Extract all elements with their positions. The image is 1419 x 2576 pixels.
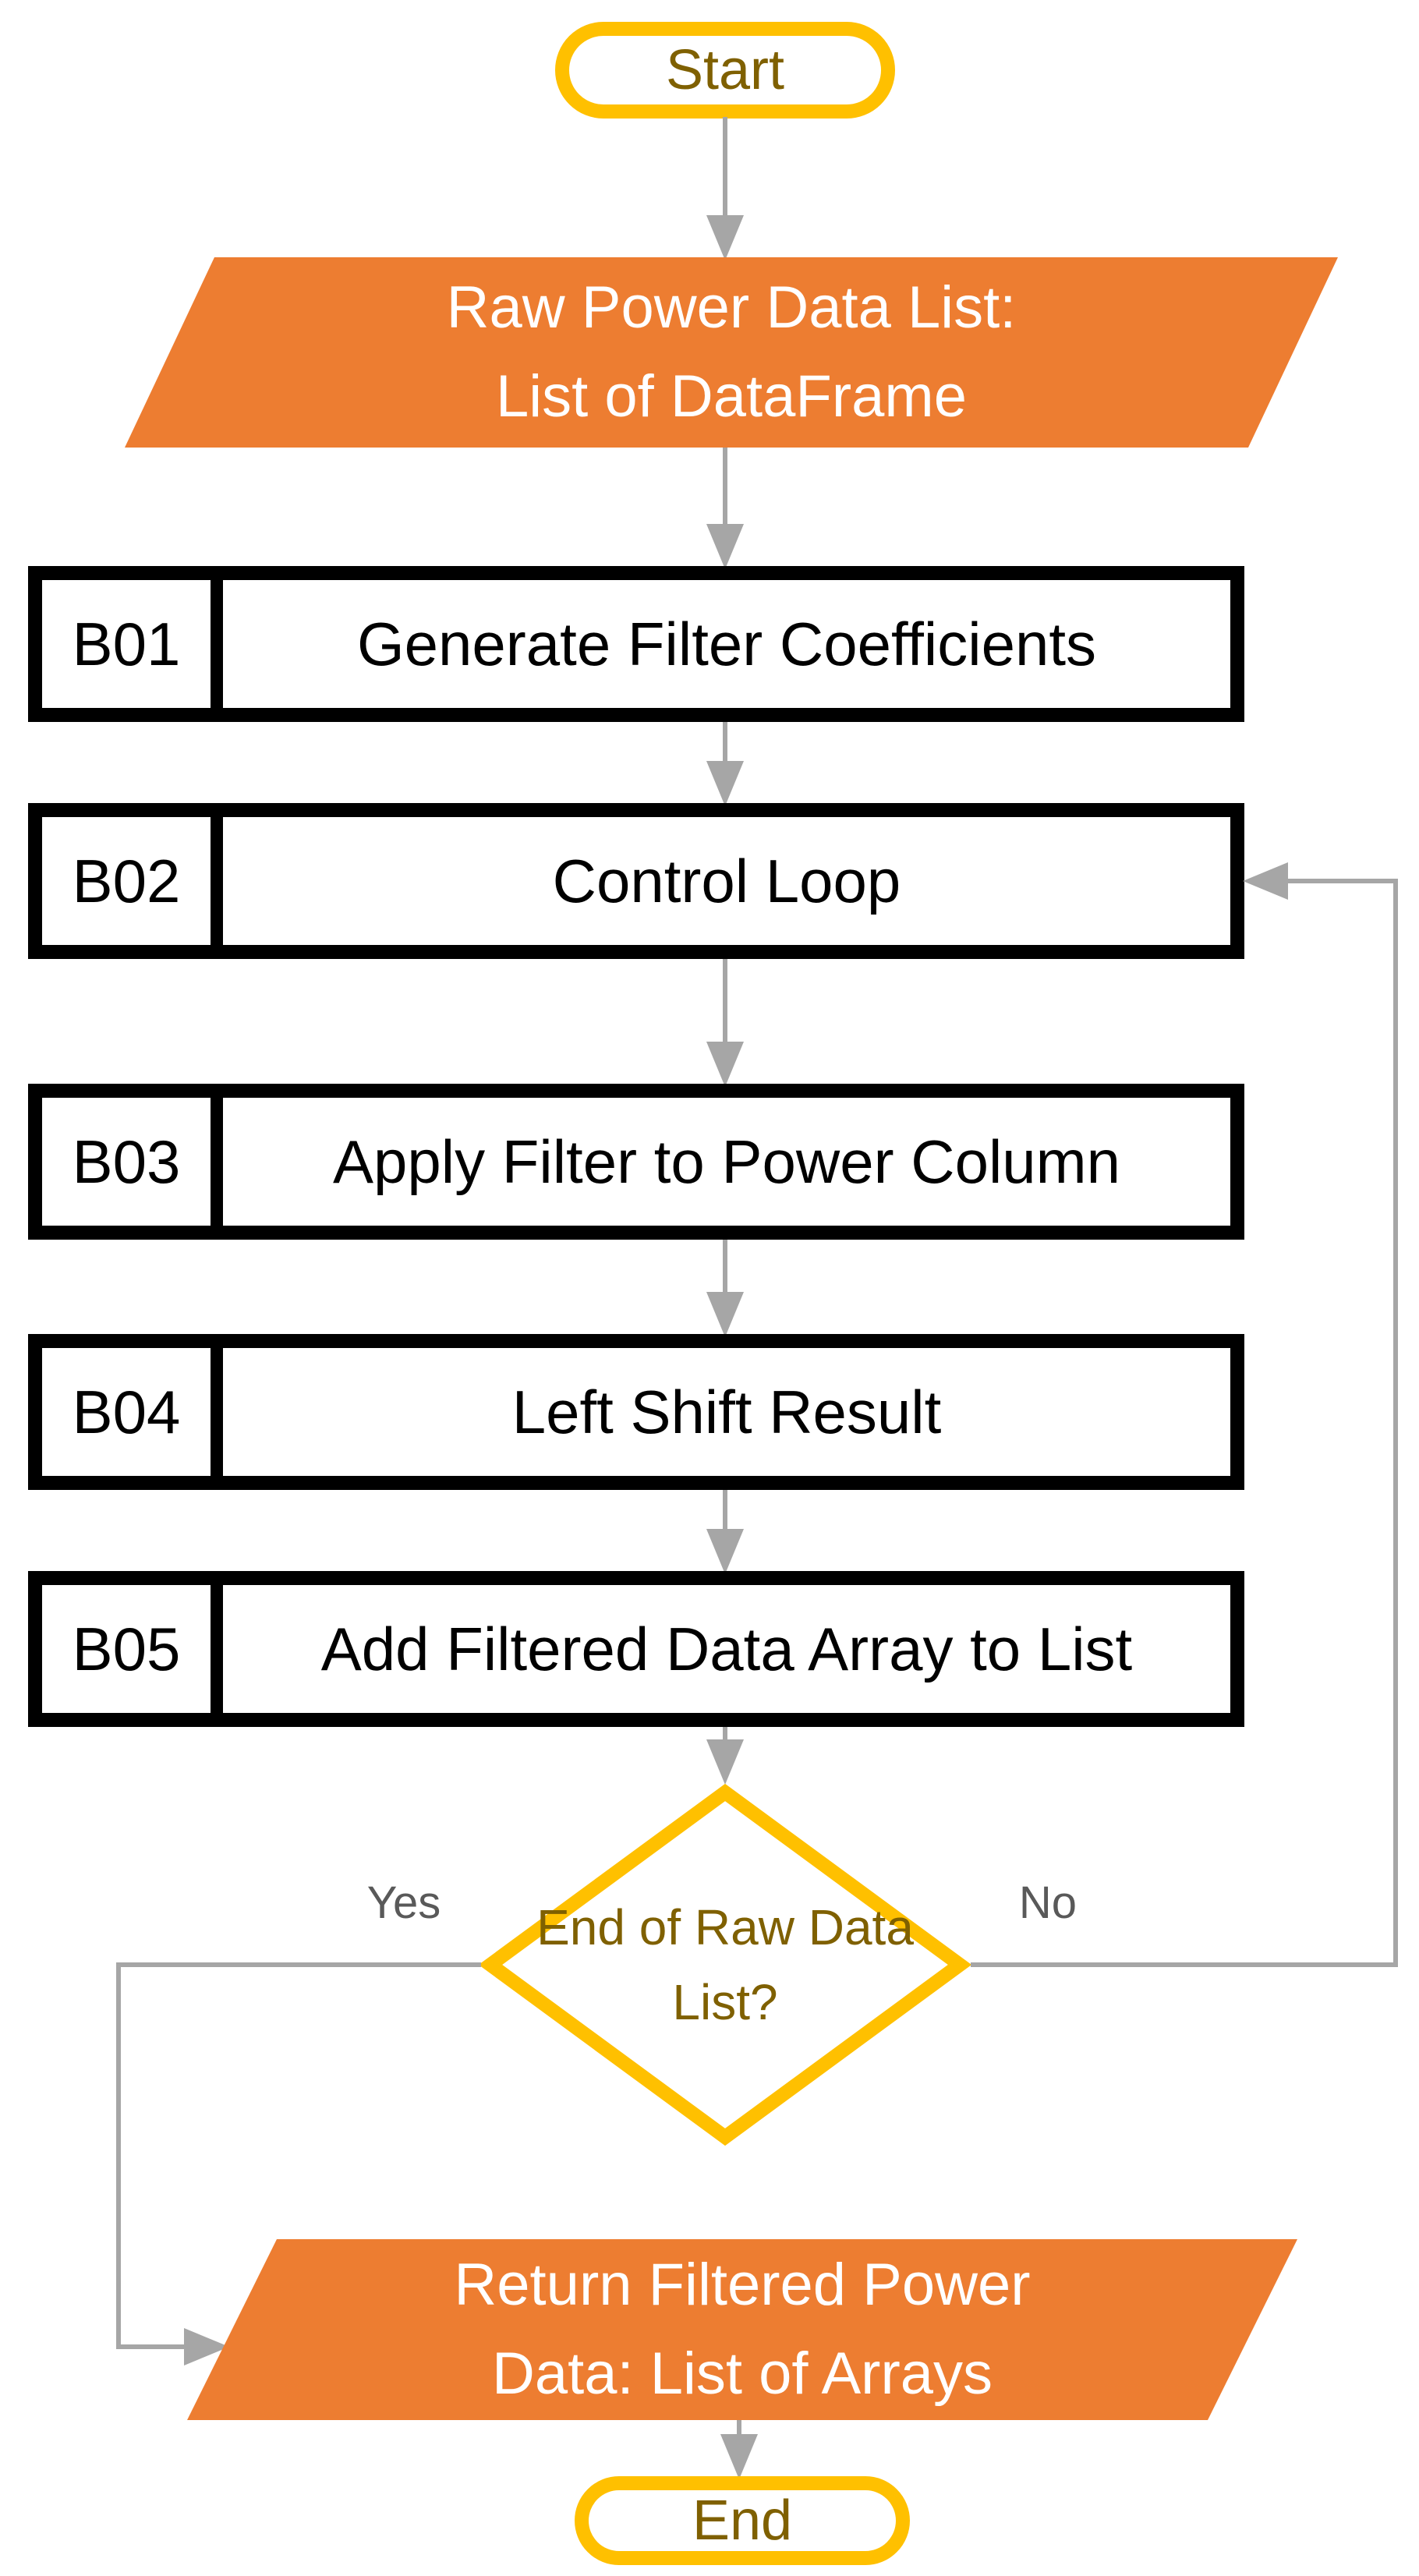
process-b01-label-cell: Generate Filter Coefficients	[223, 580, 1230, 708]
process-b03-id: B03	[72, 1127, 181, 1196]
io-return-line2: Data: List of Arrays	[491, 2341, 993, 2407]
process-b04-id-cell: B04	[42, 1348, 223, 1476]
edge-yes-horizontal-top	[119, 1962, 481, 1967]
io-return-line1: Return Filtered Power	[454, 2252, 1031, 2318]
edge-input-to-b01	[723, 448, 727, 525]
process-b04: B04 Left Shift Result	[28, 1334, 1244, 1490]
arrowhead-down-icon	[706, 1292, 744, 1337]
arrowhead-down-icon	[706, 1529, 744, 1574]
io-return-filtered-power: Return Filtered Power Data: List of Arra…	[187, 2239, 1297, 2420]
terminator-end: End	[575, 2476, 910, 2565]
edge-b03-to-b04	[723, 1240, 727, 1293]
edge-yes-horizontal-bottom	[119, 2344, 186, 2349]
process-b02: B02 Control Loop	[28, 803, 1244, 959]
terminator-start: Start	[555, 22, 895, 119]
process-b03-label-cell: Apply Filter to Power Column	[223, 1098, 1230, 1226]
process-b01: B01 Generate Filter Coefficients	[28, 566, 1244, 722]
terminator-end-label: End	[692, 2489, 793, 2552]
process-b04-label-cell: Left Shift Result	[223, 1348, 1230, 1476]
process-b05-label: Add Filtered Data Array to List	[320, 1614, 1133, 1683]
process-b04-id: B04	[72, 1377, 181, 1446]
edge-no-horizontal-bottom	[971, 1962, 1398, 1967]
io-raw-power-data-line1: Raw Power Data List:	[446, 274, 1017, 341]
process-b05-id-cell: B05	[42, 1585, 223, 1713]
arrowhead-down-icon	[706, 1042, 744, 1087]
process-b02-id-cell: B02	[42, 817, 223, 945]
yes-label-text: Yes	[366, 1877, 441, 1928]
process-b05-label-cell: Add Filtered Data Array to List	[223, 1585, 1230, 1713]
process-b01-id: B01	[72, 609, 181, 678]
process-b03-label: Apply Filter to Power Column	[332, 1127, 1121, 1196]
arrowhead-left-icon	[1243, 862, 1288, 900]
edge-label-yes: Yes	[318, 1871, 490, 1934]
edge-no-horizontal-top	[1288, 879, 1396, 883]
edge-start-to-input	[723, 117, 727, 215]
decision-diamond-shape	[479, 1783, 971, 2146]
decision-line1: End of Raw Data	[536, 1899, 914, 1955]
arrowhead-down-icon	[720, 2434, 758, 2479]
edge-b02-to-b03	[723, 959, 727, 1043]
process-b03-id-cell: B03	[42, 1098, 223, 1226]
decision-end-of-raw-data: End of Raw Data List?	[479, 1782, 971, 2148]
no-label-text: No	[1018, 1877, 1078, 1928]
edge-b04-to-b05	[723, 1490, 727, 1530]
edge-output-to-end	[737, 2420, 741, 2436]
edge-b05-to-decision	[723, 1727, 727, 1741]
process-b02-id: B02	[72, 846, 181, 915]
arrowhead-down-icon	[706, 761, 744, 806]
process-b05-id: B05	[72, 1614, 181, 1683]
terminator-start-label: Start	[665, 39, 785, 101]
edge-b01-to-b02	[723, 722, 727, 763]
process-b02-label: Control Loop	[552, 846, 901, 915]
edge-label-no: No	[962, 1871, 1134, 1934]
arrowhead-down-icon	[706, 1739, 744, 1785]
io-raw-power-data-line2: List of DataFrame	[496, 363, 967, 430]
process-b03: B03 Apply Filter to Power Column	[28, 1084, 1244, 1240]
arrowhead-down-icon	[706, 215, 744, 260]
decision-line2: List?	[672, 1974, 778, 2030]
edge-no-vertical	[1393, 879, 1398, 1967]
process-b02-label-cell: Control Loop	[223, 817, 1230, 945]
process-b01-label: Generate Filter Coefficients	[357, 609, 1096, 678]
process-b04-label: Left Shift Result	[511, 1377, 942, 1446]
process-b01-id-cell: B01	[42, 580, 223, 708]
arrowhead-down-icon	[706, 524, 744, 569]
edge-yes-vertical	[116, 1962, 121, 2349]
process-b05: B05 Add Filtered Data Array to List	[28, 1571, 1244, 1727]
io-raw-power-data: Raw Power Data List: List of DataFrame	[125, 257, 1338, 448]
